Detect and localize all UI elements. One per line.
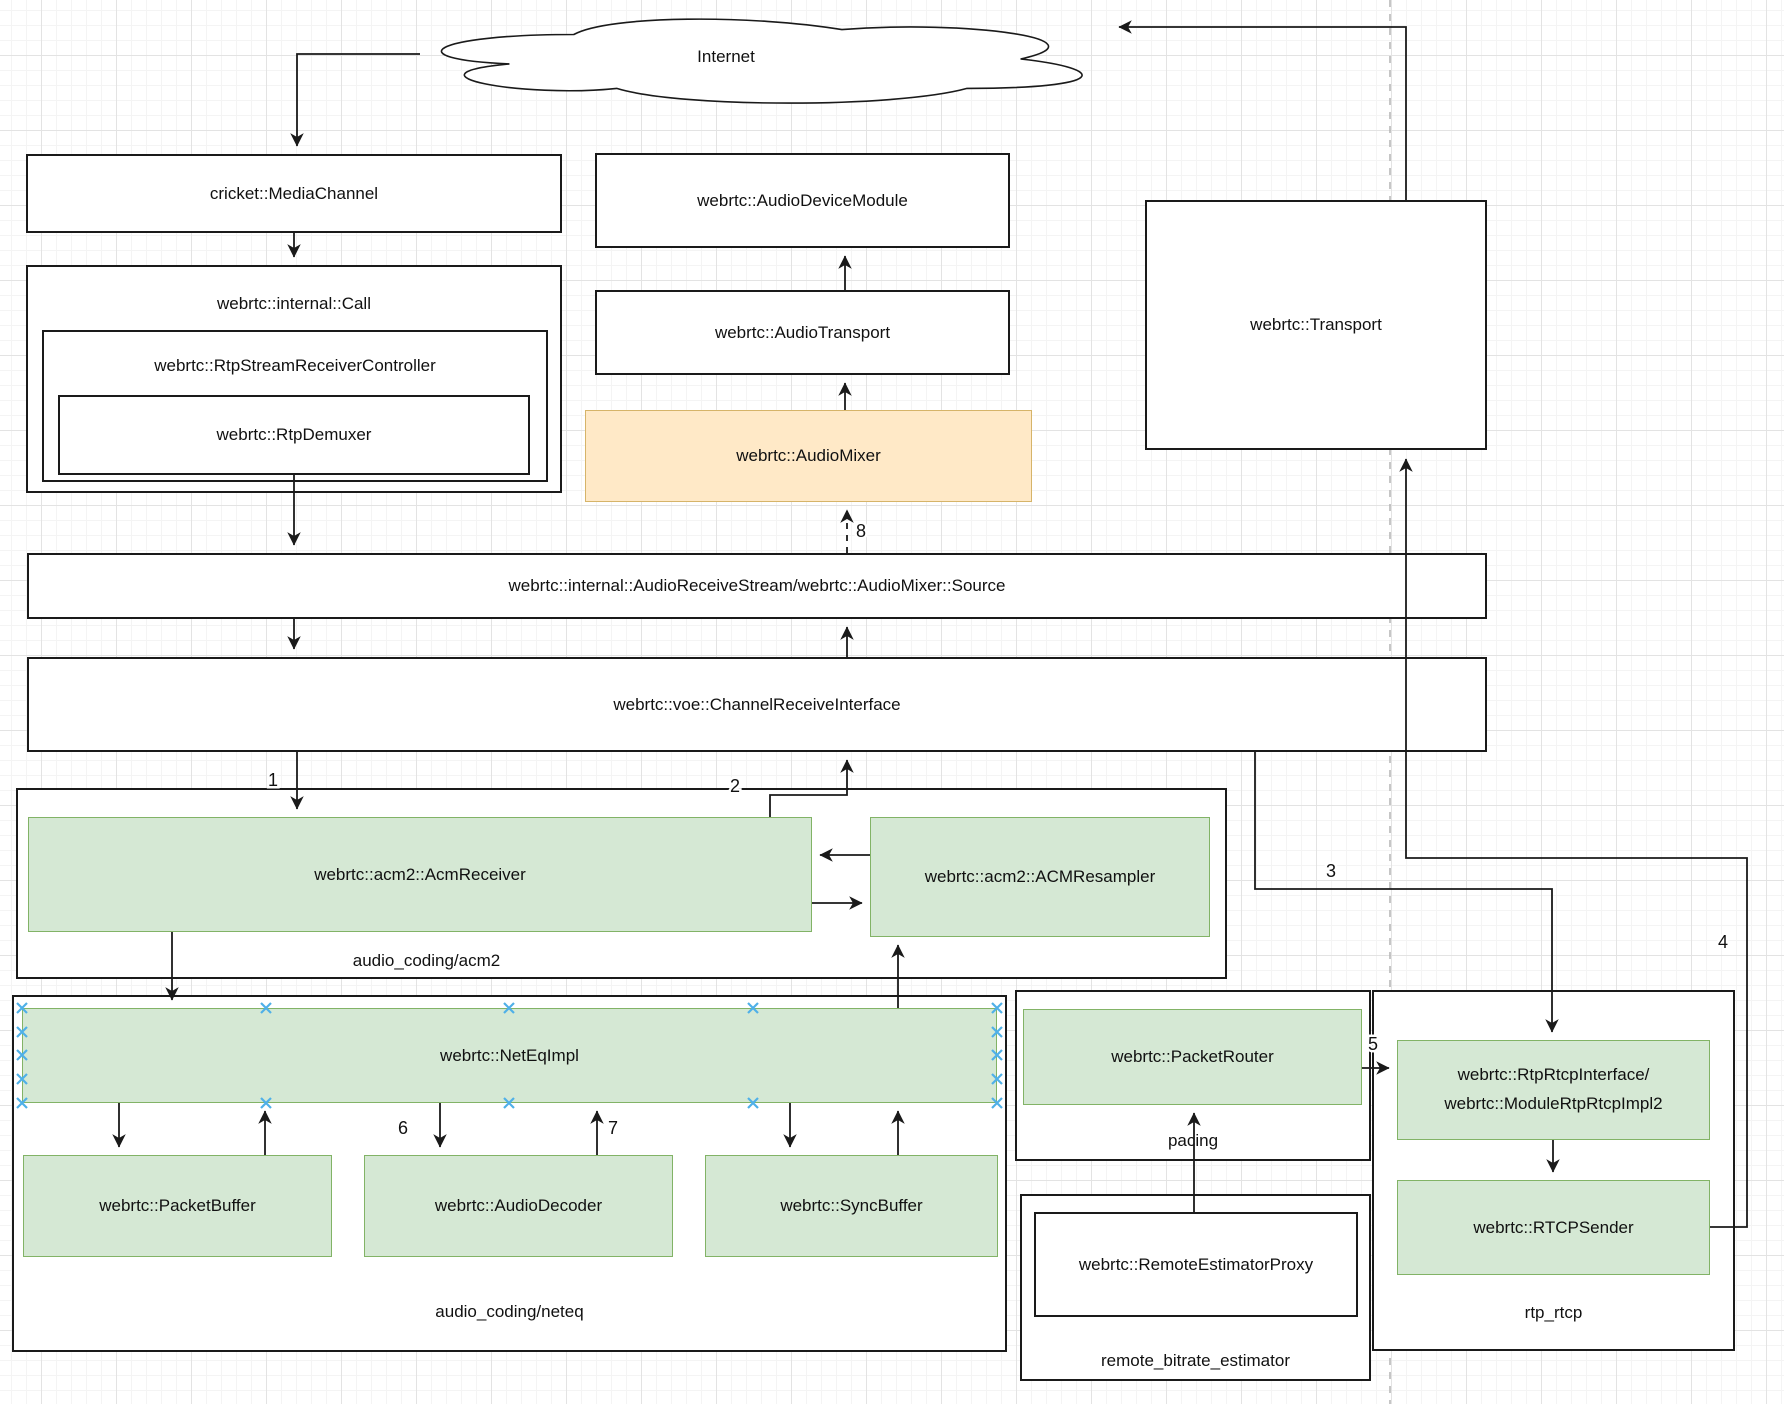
connection-point-icon[interactable] xyxy=(991,1026,1003,1038)
node-rtp-rtcp-interface[interactable]: webrtc::RtpRtcpInterface/ webrtc::Module… xyxy=(1397,1040,1710,1140)
edge-2-acm-receiver-to-channel-receive[interactable] xyxy=(769,759,854,817)
node-call-label: webrtc::internal::Call xyxy=(216,294,371,313)
internet-cloud-label: Internet xyxy=(697,47,755,66)
node-audio-mixer[interactable]: webrtc::AudioMixer xyxy=(585,410,1032,502)
node-transport-label: webrtc::Transport xyxy=(1250,315,1382,334)
node-remote-estimator-proxy-label: webrtc::RemoteEstimatorProxy xyxy=(1078,1254,1314,1274)
connection-point-icon[interactable] xyxy=(991,1097,1003,1109)
node-packet-buffer[interactable]: webrtc::PacketBuffer xyxy=(23,1155,332,1257)
edge-transport-to-internet[interactable] xyxy=(1118,20,1407,200)
connection-point-icon[interactable] xyxy=(503,1097,515,1109)
connection-point-icon[interactable] xyxy=(16,1049,28,1061)
node-audio-transport[interactable]: webrtc::AudioTransport xyxy=(595,290,1010,375)
connection-point-icon[interactable] xyxy=(503,1002,515,1014)
internet-cloud-shape[interactable]: Internet xyxy=(440,18,1083,104)
node-audio-receive-stream-label: webrtc::internal::AudioReceiveStream/web… xyxy=(508,576,1006,595)
group-pacing-label: pacing xyxy=(1167,1131,1219,1150)
node-rtcp-sender[interactable]: webrtc::RTCPSender xyxy=(1397,1180,1710,1275)
node-rtp-rtcp-interface-label-line2: webrtc::ModuleRtpRtcpImpl2 xyxy=(1444,1094,1663,1113)
edge-label-6: 6 xyxy=(398,1118,408,1138)
group-acm2-label: audio_coding/acm2 xyxy=(352,951,501,970)
group-remote-bitrate-estimator-label: remote_bitrate_estimator xyxy=(1101,1351,1290,1370)
node-packet-router[interactable]: webrtc::PacketRouter xyxy=(1023,1009,1362,1105)
edge-label-8: 8 xyxy=(856,521,866,541)
edge-label-1: 1 xyxy=(268,770,278,790)
edge-4-rtcp-sender-to-transport[interactable] xyxy=(1399,458,1748,1228)
connection-point-icon[interactable] xyxy=(260,1002,272,1014)
node-acm-receiver-label: webrtc::acm2::AcmReceiver xyxy=(314,864,526,884)
node-sync-buffer-label: webrtc::SyncBuffer xyxy=(780,1196,923,1215)
node-audio-decoder-label: webrtc::AudioDecoder xyxy=(434,1196,603,1215)
node-neteq-impl-label: webrtc::NetEqImpl xyxy=(440,1045,579,1065)
node-acm-resampler-label: webrtc::acm2::ACMResampler xyxy=(924,867,1156,886)
edge-3-channel-receive-to-rtp-rtcp-interface[interactable] xyxy=(1254,752,1559,1033)
edge-label-4: 4 xyxy=(1718,932,1728,952)
node-rtp-rtcp-interface-label-line1: webrtc::RtpRtcpInterface/ xyxy=(1457,1065,1650,1085)
neteq-connection-points xyxy=(16,1002,1003,1109)
node-sync-buffer[interactable]: webrtc::SyncBuffer xyxy=(705,1155,998,1257)
node-audio-device-module-label: webrtc::AudioDeviceModule xyxy=(697,190,908,210)
connection-point-icon[interactable] xyxy=(16,1097,28,1109)
node-rtcp-sender-label: webrtc::RTCPSender xyxy=(1473,1217,1634,1237)
node-packet-buffer-label: webrtc::PacketBuffer xyxy=(99,1196,256,1215)
edge-label-5: 5 xyxy=(1368,1034,1378,1054)
connection-point-icon[interactable] xyxy=(991,1002,1003,1014)
node-acm-resampler[interactable]: webrtc::acm2::ACMResampler xyxy=(870,817,1210,937)
connection-point-icon[interactable] xyxy=(16,1073,28,1085)
group-neteq-label: audio_coding/neteq xyxy=(435,1302,584,1321)
connection-point-icon[interactable] xyxy=(16,1026,28,1038)
edge-label-2: 2 xyxy=(730,776,740,796)
node-media-channel[interactable]: cricket::MediaChannel xyxy=(26,154,562,233)
edge-internet-to-media-channel[interactable] xyxy=(290,53,420,147)
node-channel-receive-interface[interactable]: webrtc::voe::ChannelReceiveInterface xyxy=(27,657,1487,752)
connection-point-icon[interactable] xyxy=(991,1073,1003,1085)
node-audio-transport-label: webrtc::AudioTransport xyxy=(714,322,891,342)
node-audio-decoder[interactable]: webrtc::AudioDecoder xyxy=(364,1155,673,1257)
node-audio-device-module[interactable]: webrtc::AudioDeviceModule xyxy=(595,153,1010,248)
connection-point-icon[interactable] xyxy=(991,1049,1003,1061)
node-acm-receiver[interactable]: webrtc::acm2::AcmReceiver xyxy=(28,817,812,932)
node-remote-estimator-proxy[interactable]: webrtc::RemoteEstimatorProxy xyxy=(1034,1212,1358,1317)
node-rtp-demuxer-label: webrtc::RtpDemuxer xyxy=(216,425,372,444)
node-rtp-stream-receiver-controller-label: webrtc::RtpStreamReceiverController xyxy=(154,356,436,375)
node-media-channel-label: cricket::MediaChannel xyxy=(209,183,379,203)
connection-point-icon[interactable] xyxy=(16,1002,28,1014)
node-transport[interactable]: webrtc::Transport xyxy=(1145,200,1487,450)
node-audio-receive-stream[interactable]: webrtc::internal::AudioReceiveStream/web… xyxy=(27,553,1487,619)
connection-point-icon[interactable] xyxy=(747,1097,759,1109)
node-packet-router-label: webrtc::PacketRouter xyxy=(1111,1047,1274,1066)
connection-point-icon[interactable] xyxy=(260,1097,272,1109)
node-rtp-demuxer[interactable]: webrtc::RtpDemuxer xyxy=(58,395,530,475)
group-rtp-rtcp-label: rtp_rtcp xyxy=(1524,1303,1583,1322)
connection-point-icon[interactable] xyxy=(747,1002,759,1014)
node-audio-mixer-label: webrtc::AudioMixer xyxy=(736,446,881,465)
edge-label-3: 3 xyxy=(1326,861,1336,881)
edge-label-7: 7 xyxy=(608,1118,618,1138)
node-channel-receive-interface-label: webrtc::voe::ChannelReceiveInterface xyxy=(613,694,901,714)
